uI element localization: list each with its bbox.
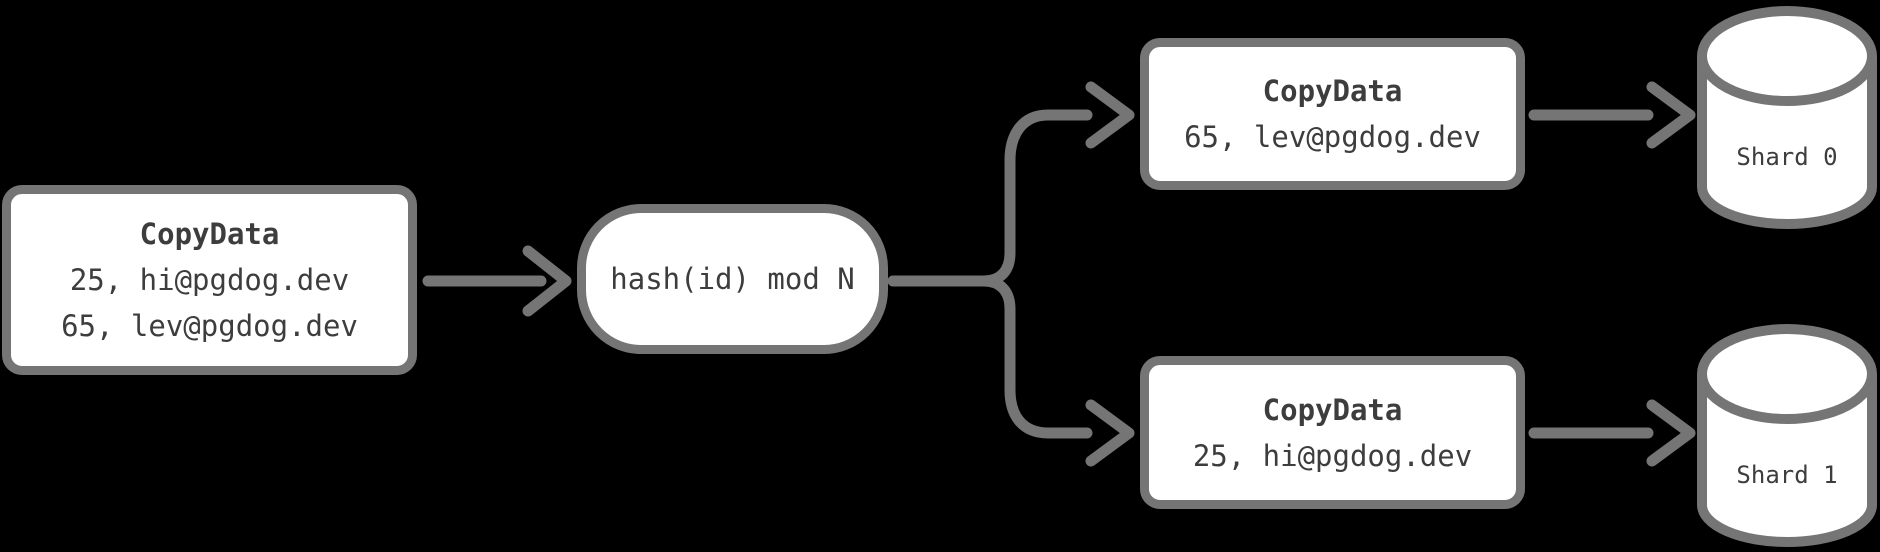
source-copydata-title: CopyData bbox=[139, 217, 280, 251]
shard0-copydata-row: 65, lev@pgdog.dev bbox=[1184, 120, 1481, 154]
source-copydata-row: 25, hi@pgdog.dev bbox=[69, 263, 350, 297]
shard1-copydata-title: CopyData bbox=[1262, 392, 1403, 427]
arrow-copy-bottom-to-shard1 bbox=[1528, 399, 1696, 467]
shard0-copydata-title: CopyData bbox=[1262, 74, 1403, 108]
shard1-copydata-row: 25, hi@pgdog.dev bbox=[1192, 438, 1473, 473]
hash-function-node: hash(id) mod N bbox=[577, 204, 888, 354]
arrow-source-to-hash bbox=[422, 245, 572, 317]
shard0-copydata-node: CopyData 65, lev@pgdog.dev bbox=[1140, 38, 1525, 190]
database-cylinder-icon bbox=[1697, 6, 1877, 229]
arrow-fork-to-copy-top bbox=[978, 81, 1135, 287]
shard1-copydata-node: CopyData 25, hi@pgdog.dev bbox=[1140, 356, 1525, 509]
hash-function-label: hash(id) mod N bbox=[610, 262, 855, 296]
source-copydata-node: CopyData 25, hi@pgdog.dev 65, lev@pgdog.… bbox=[2, 185, 417, 375]
arrow-fork-to-copy-bottom bbox=[978, 275, 1135, 467]
database-cylinder-icon bbox=[1697, 324, 1877, 547]
arrow-copy-top-to-shard0 bbox=[1528, 81, 1696, 149]
source-copydata-row: 65, lev@pgdog.dev bbox=[61, 309, 358, 343]
shard0-label: Shard 0 bbox=[1736, 143, 1838, 171]
shard1-database-icon: Shard 1 bbox=[1697, 322, 1877, 547]
shard0-database-icon: Shard 0 bbox=[1697, 4, 1877, 229]
shard1-label: Shard 1 bbox=[1736, 461, 1838, 489]
